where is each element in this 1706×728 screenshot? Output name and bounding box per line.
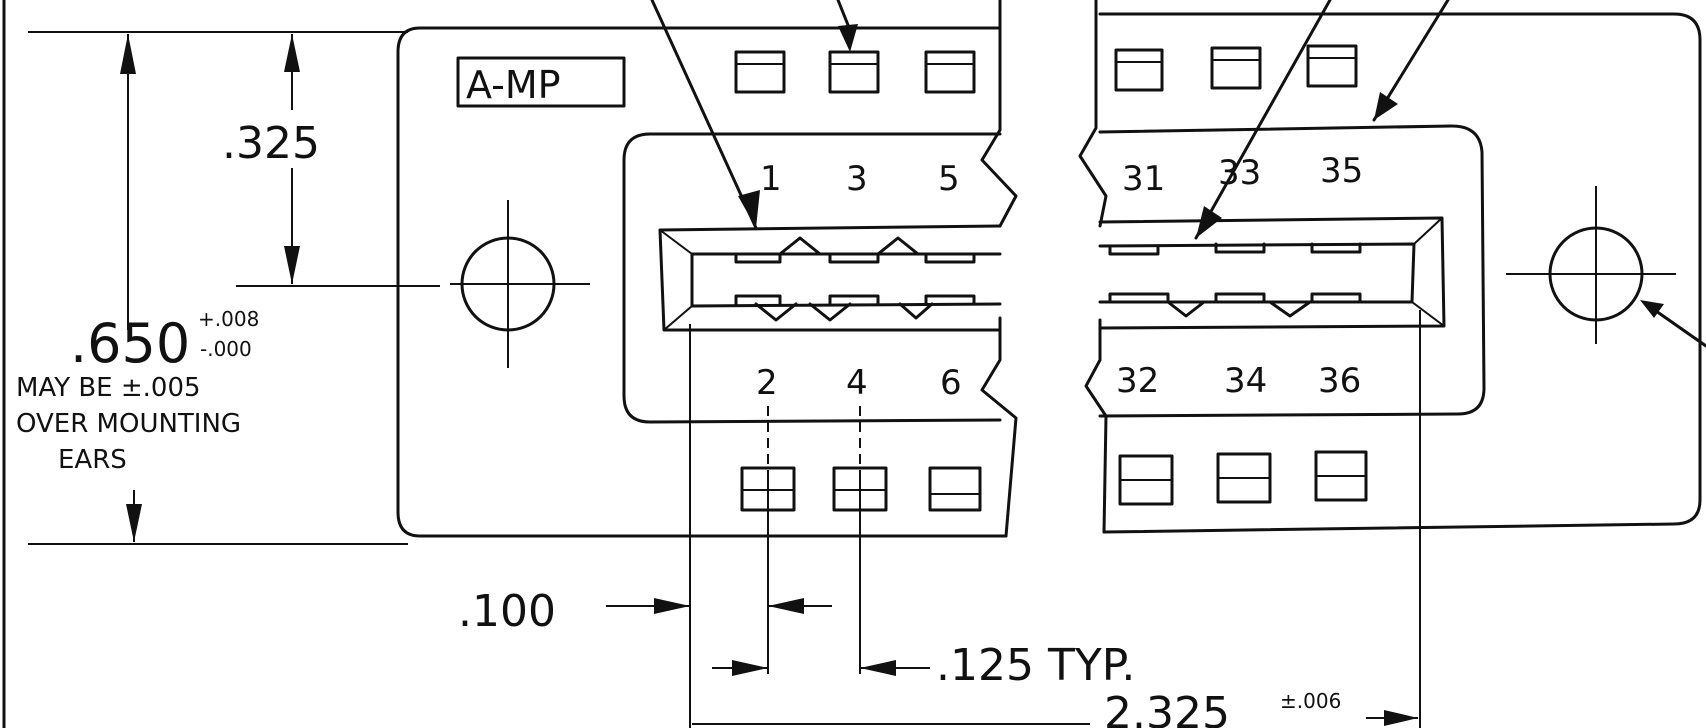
pin-label: 5 [938, 159, 960, 199]
dim-pitch: .125 TYP. [936, 640, 1135, 691]
logo-text: A-MP [466, 63, 561, 107]
pin-label: 34 [1224, 361, 1267, 401]
leader-lines [650, 0, 1706, 348]
dim-height-upper: .325 [222, 118, 320, 169]
receptacle-left [658, 224, 1002, 332]
bottom-slots [740, 450, 1368, 512]
pin-label: 35 [1320, 151, 1363, 191]
logo-box [456, 56, 626, 108]
pin-label: 4 [846, 363, 868, 403]
dim-height-tol-minus: -.000 [200, 337, 252, 361]
pin-label: 2 [756, 363, 778, 403]
shell-outline-left [622, 132, 1002, 424]
pin-label: 36 [1318, 361, 1361, 401]
dim-note-line1: MAY BE ±.005 [16, 373, 201, 403]
dim-span-tol: ±.006 [1280, 689, 1341, 713]
flange-outline-left [396, 26, 1008, 538]
pin-label: 31 [1122, 159, 1165, 199]
dim-height-total: .650 [70, 312, 190, 375]
receptacle-right [1098, 216, 1446, 330]
horizontal-dimensions [606, 310, 1421, 728]
break-line-right-top [1078, 0, 1108, 228]
vertical-dimensions [28, 31, 440, 545]
pin-label: 1 [760, 159, 782, 199]
dim-note-line3: EARS [58, 445, 127, 475]
mounting-hole-right [1506, 186, 1676, 344]
break-line-right-bottom [1084, 318, 1108, 534]
break-line-left-top [980, 0, 1018, 228]
flange-outline-right [1098, 12, 1702, 534]
top-slots [734, 44, 1358, 94]
dim-span: 2.325 [1104, 688, 1230, 728]
dim-offset: .100 [458, 586, 556, 637]
break-line-left-bottom [980, 316, 1018, 538]
pin-label: 3 [846, 159, 868, 199]
shell-outline-right [1098, 124, 1486, 418]
pin-label: 33 [1218, 153, 1261, 193]
dim-height-tol-plus: +.008 [198, 307, 259, 331]
pin-label: 6 [940, 363, 962, 403]
dim-note-line2: OVER MOUNTING [16, 409, 241, 439]
pin-label: 32 [1116, 361, 1159, 401]
mounting-hole-left [450, 200, 590, 368]
